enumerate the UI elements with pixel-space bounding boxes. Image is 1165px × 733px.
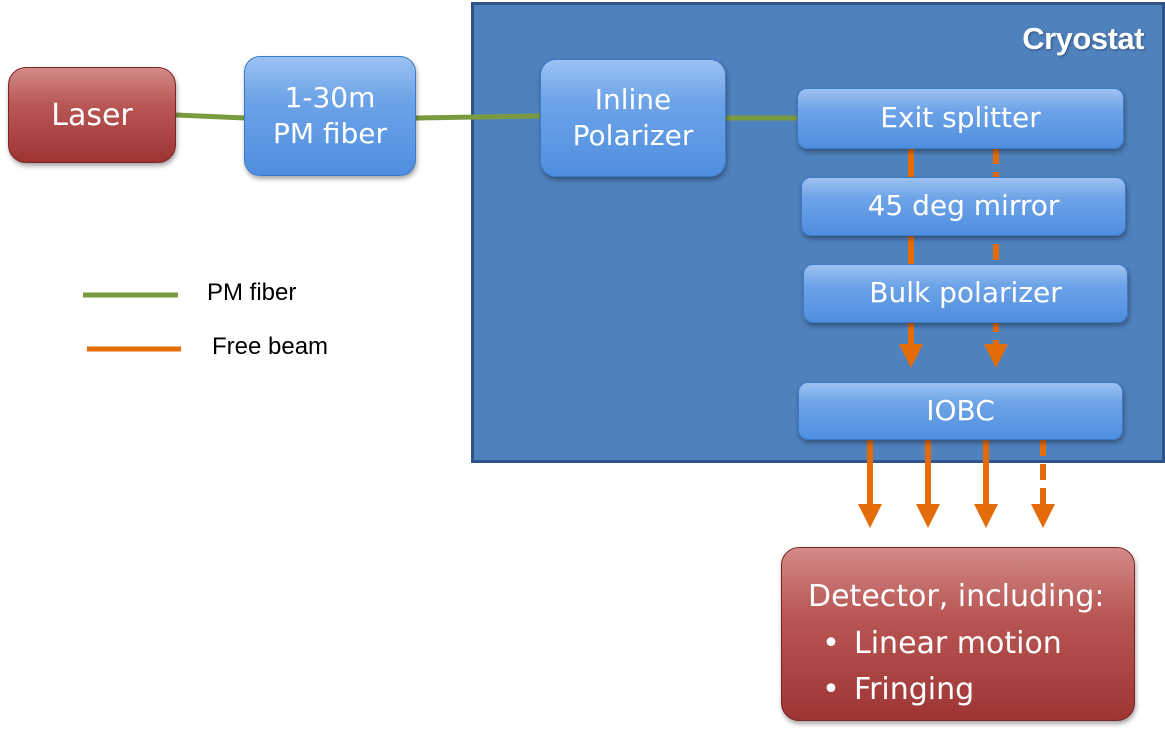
detector-box: Detector, including: • Linear motion • F… [781,547,1135,721]
detector-item: • Linear motion [808,621,1062,668]
laser-box: Laser [8,67,176,163]
cryostat-label: Cryostat [1022,21,1144,56]
bulk-polarizer-box: Bulk polarizer [803,264,1128,323]
bullet-icon: • [822,672,840,707]
detector-item-fringing: Fringing [854,672,975,707]
detector-item-linear-motion: Linear motion [854,625,1062,661]
mirror-box: 45 deg mirror [801,177,1126,236]
inline-polarizer-box: Inline Polarizer [540,59,726,177]
pm-fiber-box-line-2: PM fiber [272,117,388,150]
mirror-label: 45 deg mirror [867,189,1060,223]
laser-label: Laser [51,97,133,133]
iobc-label: IOBC [926,393,995,427]
detector-title: Detector, including: [808,579,1105,614]
pm-fiber-box: 1-30m PM fiber [244,56,416,176]
exit-splitter-label: Exit splitter [880,101,1041,135]
detector-item: • Fringing [808,667,974,714]
legend-free-beam-label: Free beam [212,333,329,360]
pm-fiber-box-line-1: 1-30m [284,80,376,114]
exit-splitter-box: Exit splitter [797,88,1124,149]
fiber-link-laser-to-fiber [175,112,246,121]
fiber-link-fiber-to-polarizer [415,113,542,121]
inline-polarizer-line-2: Polarizer [572,119,694,152]
bulk-polarizer-label: Bulk polarizer [869,276,1062,310]
legend-pm-fiber-label: PM fiber [207,279,297,306]
iobc-box: IOBC [798,382,1123,440]
inline-polarizer-line-1: Inline [594,82,672,116]
bullet-icon: • [822,625,840,661]
